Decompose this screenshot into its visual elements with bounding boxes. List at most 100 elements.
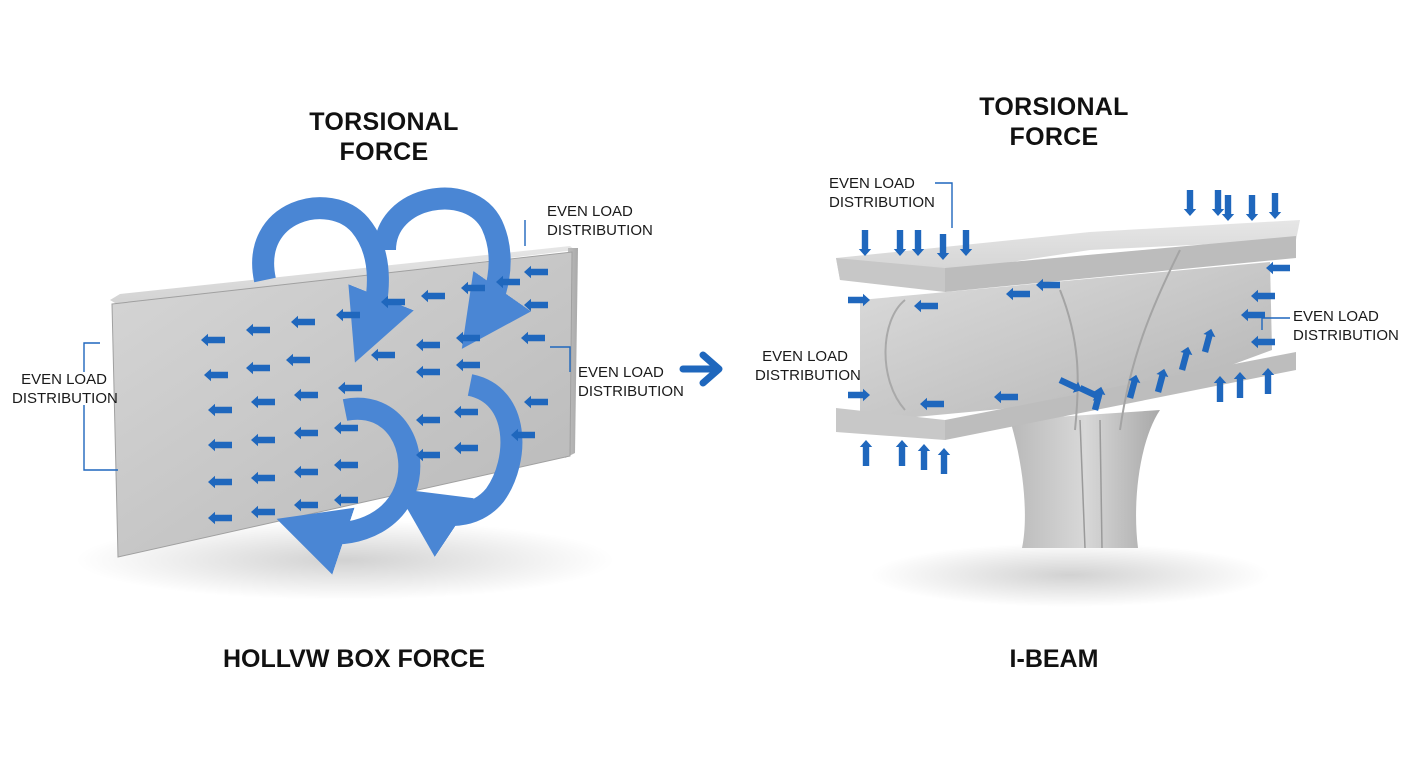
- load-arrow-icon: [251, 505, 275, 519]
- left-leader-lines: [83, 220, 571, 471]
- load-arrow-icon: [911, 230, 925, 256]
- right-label-top-line1: EVEN LOAD: [829, 175, 915, 192]
- load-arrow-icon: [895, 440, 909, 466]
- load-arrow-icon: [1251, 335, 1275, 349]
- right-label-right-line2: DISTRIBUTION: [1293, 327, 1399, 344]
- load-arrow-icon: [936, 234, 950, 260]
- load-arrow-icon: [246, 323, 270, 337]
- left-label-right-line2: DISTRIBUTION: [578, 383, 684, 400]
- load-arrow-icon: [1006, 287, 1030, 301]
- load-arrow-icon: [994, 390, 1018, 404]
- left-label-top-line1: EVEN LOAD: [547, 203, 633, 220]
- load-arrow-icon: [1268, 193, 1282, 219]
- load-arrow-icon: [334, 493, 358, 507]
- left-title-line2: FORCE: [339, 138, 429, 166]
- load-arrow-icon: [524, 265, 548, 279]
- load-arrow-icon: [1201, 328, 1216, 353]
- left-label-left-line2: DISTRIBUTION: [12, 390, 118, 407]
- right-title: TORSIONAL FORCE: [954, 92, 1154, 152]
- right-title-line2: FORCE: [1009, 123, 1099, 151]
- load-arrow-icon: [1183, 190, 1197, 216]
- torsion-arrow-1: [252, 197, 414, 363]
- load-arrow-icon: [893, 230, 907, 256]
- load-arrow-icon: [1126, 374, 1141, 399]
- left-title: TORSIONAL FORCE: [284, 107, 484, 167]
- load-arrow-icon: [294, 465, 318, 479]
- load-arrow-icon: [251, 471, 275, 485]
- load-arrow-icon: [1241, 308, 1265, 322]
- left-caption: HOLLVW BOX FORCE: [222, 645, 486, 673]
- load-arrow-icon: [208, 475, 232, 489]
- load-arrow-icon: [1058, 377, 1082, 393]
- load-arrow-icon: [858, 230, 872, 256]
- load-arrow-icon: [914, 299, 938, 313]
- load-arrow-icon: [294, 498, 318, 512]
- right-label-left-line2: DISTRIBUTION: [755, 367, 861, 384]
- load-arrow-icon: [201, 333, 225, 347]
- load-arrow-icon: [416, 338, 440, 352]
- load-arrow-icon: [496, 275, 520, 289]
- beam-load-arrows: [848, 190, 1290, 474]
- left-label-right: EVEN LOAD DISTRIBUTION: [578, 363, 684, 401]
- load-arrow-icon: [1178, 346, 1193, 371]
- load-arrow-icon: [1091, 386, 1106, 411]
- i-beam-shape: [836, 220, 1300, 607]
- load-arrow-icon: [1036, 278, 1060, 292]
- right-leader-lines: [935, 182, 1290, 330]
- right-label-top-line2: DISTRIBUTION: [829, 194, 935, 211]
- left-label-top-line2: DISTRIBUTION: [547, 222, 653, 239]
- left-label-top: EVEN LOAD DISTRIBUTION: [547, 202, 653, 240]
- torsion-arrows-left: [252, 187, 532, 575]
- load-arrow-icon: [246, 361, 270, 375]
- load-arrow-icon: [1261, 368, 1275, 394]
- load-arrow-icon: [859, 440, 873, 466]
- right-label-left: EVEN LOAD DISTRIBUTION: [755, 347, 861, 385]
- load-arrow-icon: [1221, 195, 1235, 221]
- right-title-line1: TORSIONAL: [979, 93, 1129, 121]
- load-arrow-icon: [454, 441, 478, 455]
- load-arrow-icon: [521, 331, 545, 345]
- load-arrow-icon: [334, 421, 358, 435]
- box-load-arrows: [201, 265, 548, 525]
- load-arrow-icon: [371, 348, 395, 362]
- load-arrow-icon: [511, 428, 535, 442]
- load-arrow-icon: [416, 365, 440, 379]
- load-arrow-icon: [338, 381, 362, 395]
- load-arrow-icon: [416, 448, 440, 462]
- load-arrow-icon: [848, 293, 870, 307]
- load-arrow-icon: [937, 448, 951, 474]
- load-arrow-icon: [291, 315, 315, 329]
- left-label-right-line1: EVEN LOAD: [578, 364, 664, 381]
- load-arrow-icon: [1213, 376, 1227, 402]
- load-arrow-icon: [1266, 261, 1290, 275]
- load-arrow-icon: [294, 426, 318, 440]
- load-arrow-icon: [416, 413, 440, 427]
- load-arrow-icon: [251, 433, 275, 447]
- load-arrow-icon: [920, 397, 944, 411]
- load-arrow-icon: [461, 281, 485, 295]
- left-label-left: EVEN LOAD DISTRIBUTION: [12, 370, 118, 408]
- torsion-arrow-4: [395, 374, 523, 557]
- load-arrow-icon: [1154, 368, 1169, 393]
- load-arrow-icon: [208, 403, 232, 417]
- load-arrow-icon: [421, 289, 445, 303]
- load-arrow-icon: [524, 298, 548, 312]
- load-arrow-icon: [381, 295, 405, 309]
- load-arrow-icon: [917, 444, 931, 470]
- left-title-line1: TORSIONAL: [309, 108, 459, 136]
- load-arrow-icon: [286, 353, 310, 367]
- load-arrow-icon: [1245, 195, 1259, 221]
- load-arrow-icon: [456, 358, 480, 372]
- load-arrow-icon: [524, 395, 548, 409]
- load-arrow-icon: [294, 388, 318, 402]
- load-arrow-icon: [1251, 289, 1275, 303]
- load-arrow-icon: [456, 331, 480, 345]
- load-arrow-icon: [336, 308, 360, 322]
- load-arrow-icon: [208, 511, 232, 525]
- right-label-left-line1: EVEN LOAD: [762, 348, 848, 365]
- load-arrow-icon: [848, 388, 870, 402]
- load-arrow-icon: [208, 438, 232, 452]
- right-label-top: EVEN LOAD DISTRIBUTION: [829, 174, 935, 212]
- right-arrow-icon: [679, 351, 723, 387]
